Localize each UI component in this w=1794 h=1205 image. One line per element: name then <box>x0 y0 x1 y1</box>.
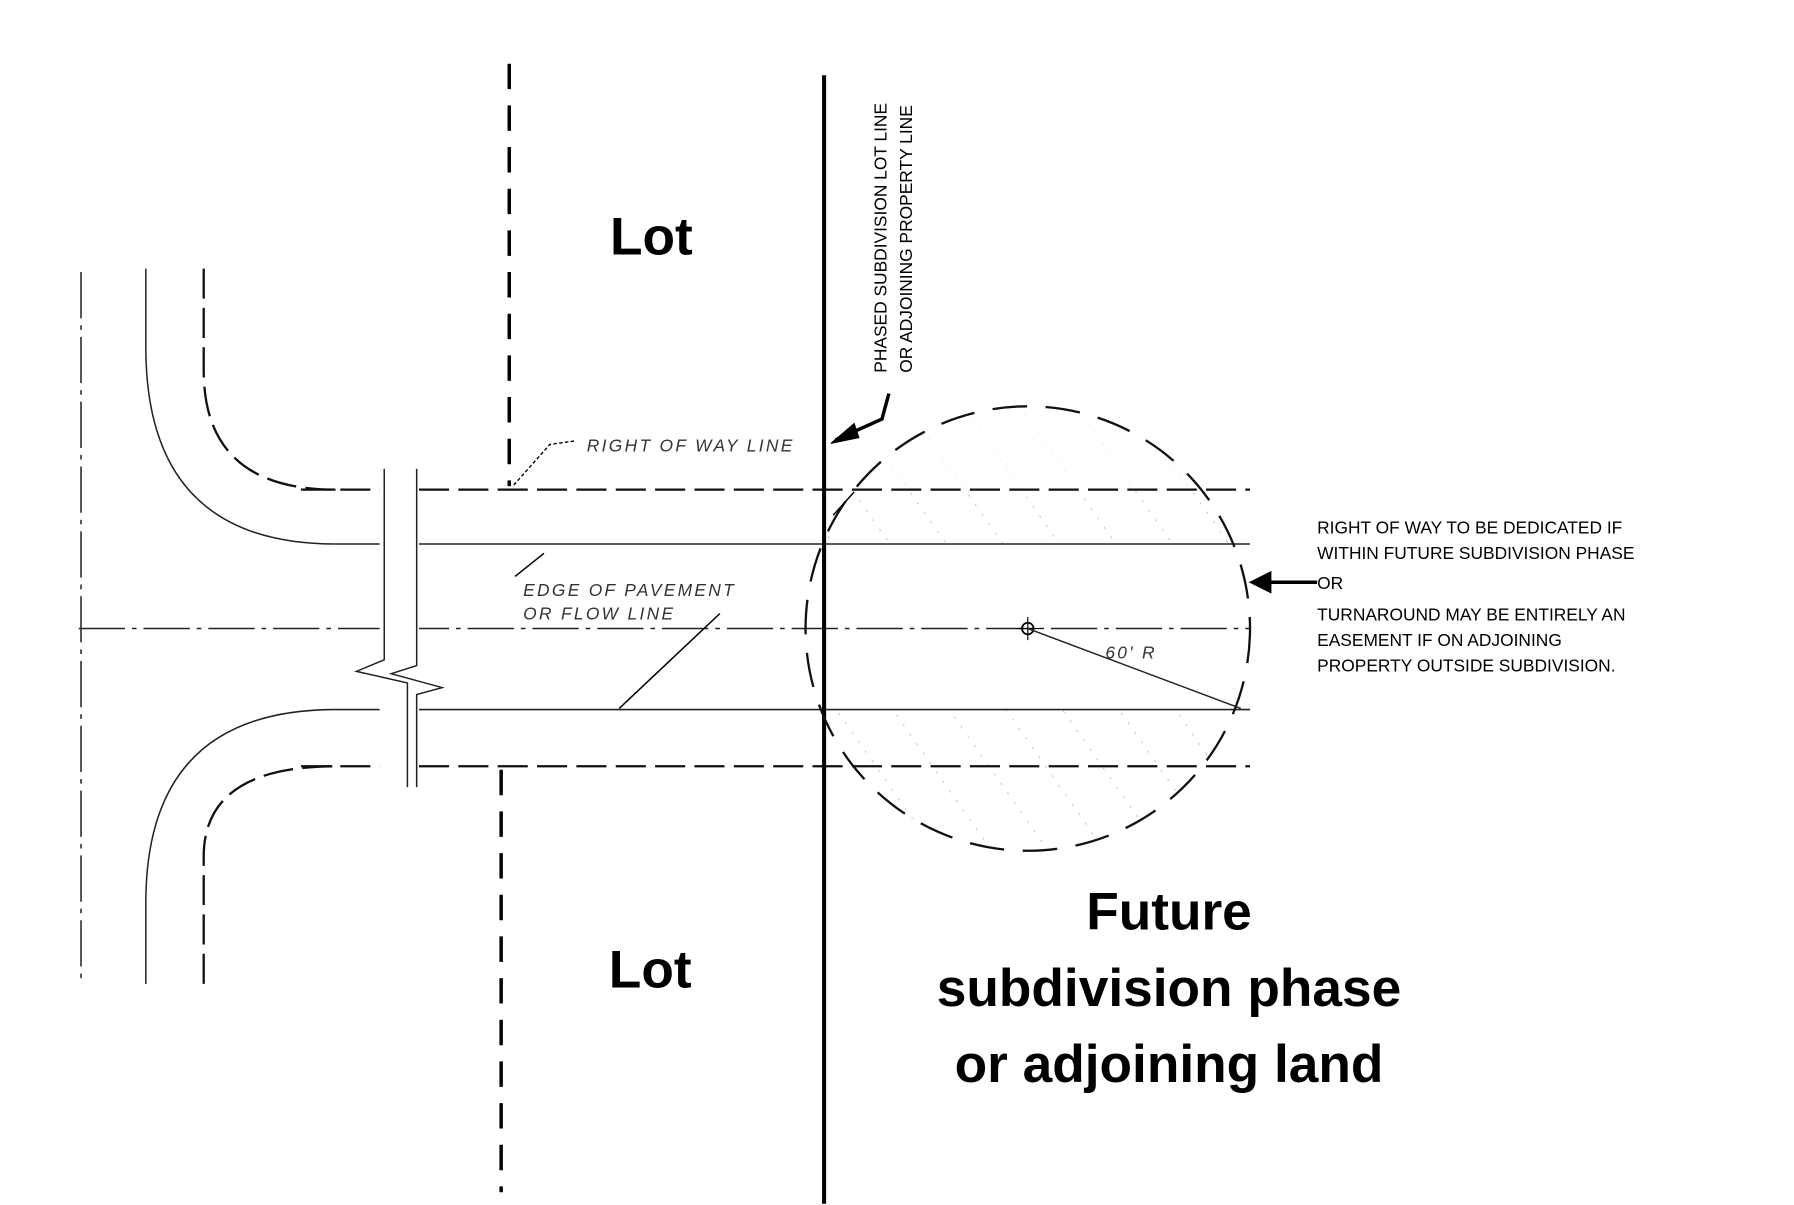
lot-line-label-2: OR ADJOINING PROPERTY LINE <box>896 105 916 373</box>
edge-label-2: OR FLOW LINE <box>523 603 675 623</box>
lot-line-label-1: PHASED SUBDIVISION LOT LINE <box>871 103 891 373</box>
radius-line <box>1027 627 1242 710</box>
turnaround-note: RIGHT OF WAY TO BE DEDICATED IF WITHIN F… <box>1317 518 1634 676</box>
note-line: RIGHT OF WAY TO BE DEDICATED IF <box>1317 518 1622 538</box>
note-line: WITHIN FUTURE SUBDIVISION PHASE <box>1317 543 1634 563</box>
future-label-line: Future <box>1086 882 1252 941</box>
center-point-icon <box>1016 616 1040 641</box>
street-lines <box>78 488 1251 768</box>
future-label-line: subdivision phase <box>937 959 1401 1018</box>
future-label-line: or adjoining land <box>955 1035 1384 1094</box>
note-line: EASEMENT IF ON ADJOINING <box>1317 630 1562 650</box>
edge-label-1: EDGE OF PAVEMENT <box>523 580 736 600</box>
future-phase-label: Future subdivision phase or adjoining la… <box>937 882 1401 1094</box>
cross-street <box>80 268 336 984</box>
lot-label-top: Lot <box>610 208 693 267</box>
note-line: PROPERTY OUTSIDE SUBDIVISION. <box>1317 655 1615 675</box>
leader-arrows <box>512 393 1318 709</box>
turnaround-circle <box>804 405 1252 852</box>
lot-label-bottom: Lot <box>609 940 692 999</box>
hatched-row-area <box>824 406 1251 851</box>
row-line-label: RIGHT OF WAY LINE <box>587 435 795 455</box>
break-symbol <box>354 463 445 790</box>
note-line: OR <box>1317 573 1343 593</box>
note-line: TURNAROUND MAY BE ENTIRELY AN <box>1317 604 1625 624</box>
radius-label: 60' R <box>1105 643 1157 663</box>
